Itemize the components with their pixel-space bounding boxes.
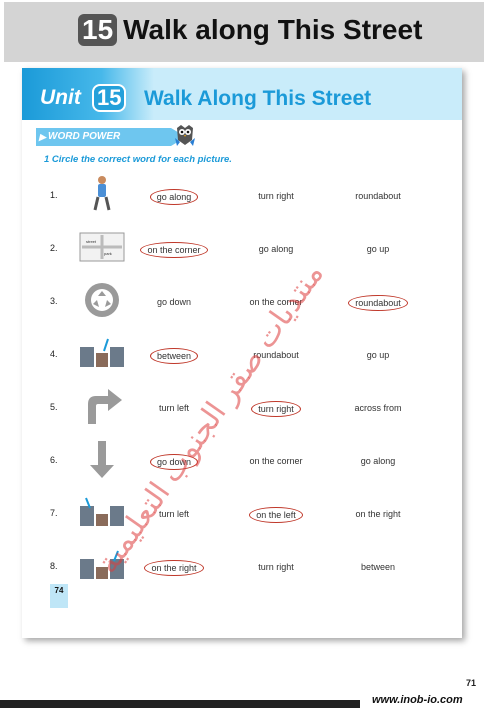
answer-option[interactable]: go up <box>328 242 428 256</box>
owl-mascot-icon <box>175 125 195 146</box>
answer-option[interactable]: roundabout <box>328 189 428 203</box>
answer-option-label: on the left <box>249 507 303 523</box>
answer-option[interactable]: go down <box>124 454 224 470</box>
svg-text:park: park <box>104 251 112 256</box>
answer-option[interactable]: roundabout <box>328 295 428 311</box>
answer-option-label: between <box>360 562 396 572</box>
answer-option[interactable]: on the left <box>226 507 326 523</box>
header-number: 15 <box>78 14 118 46</box>
answer-option[interactable]: on the corner <box>226 454 326 468</box>
exercise-row: 1. go along turn right roundabout <box>22 174 462 214</box>
answer-option[interactable]: go along <box>226 242 326 256</box>
answer-option-label: on the corner <box>249 456 303 466</box>
answer-option[interactable]: between <box>328 560 428 574</box>
answer-option-label: go down <box>156 297 192 307</box>
section-label: ▶WORD POWER <box>36 128 186 146</box>
exercise-row: 6. go down on the corner go along <box>22 439 462 479</box>
answer-option[interactable]: on the right <box>124 560 224 576</box>
answer-option-label: on the corner <box>249 297 303 307</box>
answer-option[interactable]: on the right <box>328 507 428 521</box>
unit-word: Unit <box>40 86 81 109</box>
answer-option-label: turn right <box>258 191 294 201</box>
exercise-row: 2. street park on the corner go along go up <box>22 227 462 267</box>
answer-option[interactable]: on the corner <box>226 295 326 309</box>
buildings-left-icon <box>78 492 126 532</box>
answer-option[interactable]: between <box>124 348 224 364</box>
answer-option[interactable]: turn right <box>226 560 326 574</box>
answer-option[interactable]: on the corner <box>124 242 224 258</box>
svg-text:street: street <box>86 239 97 244</box>
row-number: 8. <box>50 561 58 571</box>
footer-bar <box>0 700 360 708</box>
exercise-row: 7. turn left on the left on the right <box>22 492 462 532</box>
answer-option[interactable]: go along <box>124 189 224 205</box>
answer-option[interactable]: go up <box>328 348 428 362</box>
answer-option[interactable]: turn right <box>226 189 326 203</box>
roundabout-sign-icon <box>78 280 126 320</box>
answer-option[interactable]: turn right <box>226 401 326 417</box>
buildings-between-icon <box>78 333 126 373</box>
answer-option-label: roundabout <box>253 350 299 360</box>
header-title-text: Walk along This Street <box>123 14 423 45</box>
row-number: 5. <box>50 402 58 412</box>
walking-boy-icon <box>78 174 126 214</box>
unit-number: 15 <box>92 84 127 112</box>
answer-option[interactable]: turn left <box>124 507 224 521</box>
answer-option-label: go along <box>360 456 396 466</box>
answer-option-label: across from <box>354 403 402 413</box>
answer-option-label: go up <box>366 244 390 254</box>
row-number: 7. <box>50 508 58 518</box>
answer-option-label: go along <box>258 244 294 254</box>
answer-option[interactable]: go down <box>124 295 224 309</box>
answer-option-label: on the corner <box>140 242 208 258</box>
answer-option-label: on the right <box>355 509 401 519</box>
answer-option-label: turn left <box>158 403 189 413</box>
street-map-sign-icon: street park <box>78 227 126 267</box>
answer-option[interactable]: across from <box>328 401 428 415</box>
exercise-row: 4. between roundabout go up <box>22 333 462 373</box>
answer-option[interactable]: roundabout <box>226 348 326 362</box>
arrow-icon: ▶ <box>39 132 46 142</box>
turn-right-arrow-icon <box>78 386 126 426</box>
book-page-number: 74 <box>50 584 68 608</box>
website-url: www.inob-io.com <box>372 694 463 706</box>
answer-option[interactable]: turn left <box>124 401 224 415</box>
answer-option-label: go up <box>366 350 390 360</box>
answer-option-label: go down <box>149 454 199 470</box>
exercise-row: 5. turn left turn right across from <box>22 386 462 426</box>
down-arrow-icon <box>78 439 126 479</box>
exercise-row: 8. on the right turn right between <box>22 545 462 585</box>
instruction-text: 1 Circle the correct word for each pictu… <box>44 154 232 165</box>
buildings-right-icon <box>78 545 126 585</box>
unit-banner: Unit 15 Walk Along This Street <box>22 68 462 120</box>
unit-title: Walk Along This Street <box>144 87 372 110</box>
row-number: 6. <box>50 455 58 465</box>
exercise-row: 3. go down on the corner roundabout <box>22 280 462 320</box>
row-number: 1. <box>50 190 58 200</box>
answer-option-label: between <box>149 348 199 364</box>
answer-option-label: turn right <box>251 401 301 417</box>
answer-option-label: roundabout <box>348 295 408 311</box>
answer-option[interactable]: go along <box>328 454 428 468</box>
section-label-text: WORD POWER <box>48 131 121 142</box>
answer-option-label: on the right <box>144 560 204 576</box>
scan-page-number: 71 <box>466 678 477 688</box>
answer-option-label: roundabout <box>355 191 401 201</box>
row-number: 2. <box>50 243 58 253</box>
answer-option-label: turn left <box>158 509 189 519</box>
row-number: 4. <box>50 349 58 359</box>
workbook-page: Unit 15 Walk Along This Street ▶WORD POW… <box>22 68 462 638</box>
answer-option-label: go along <box>149 189 199 205</box>
answer-option-label: turn right <box>258 562 294 572</box>
row-number: 3. <box>50 296 58 306</box>
